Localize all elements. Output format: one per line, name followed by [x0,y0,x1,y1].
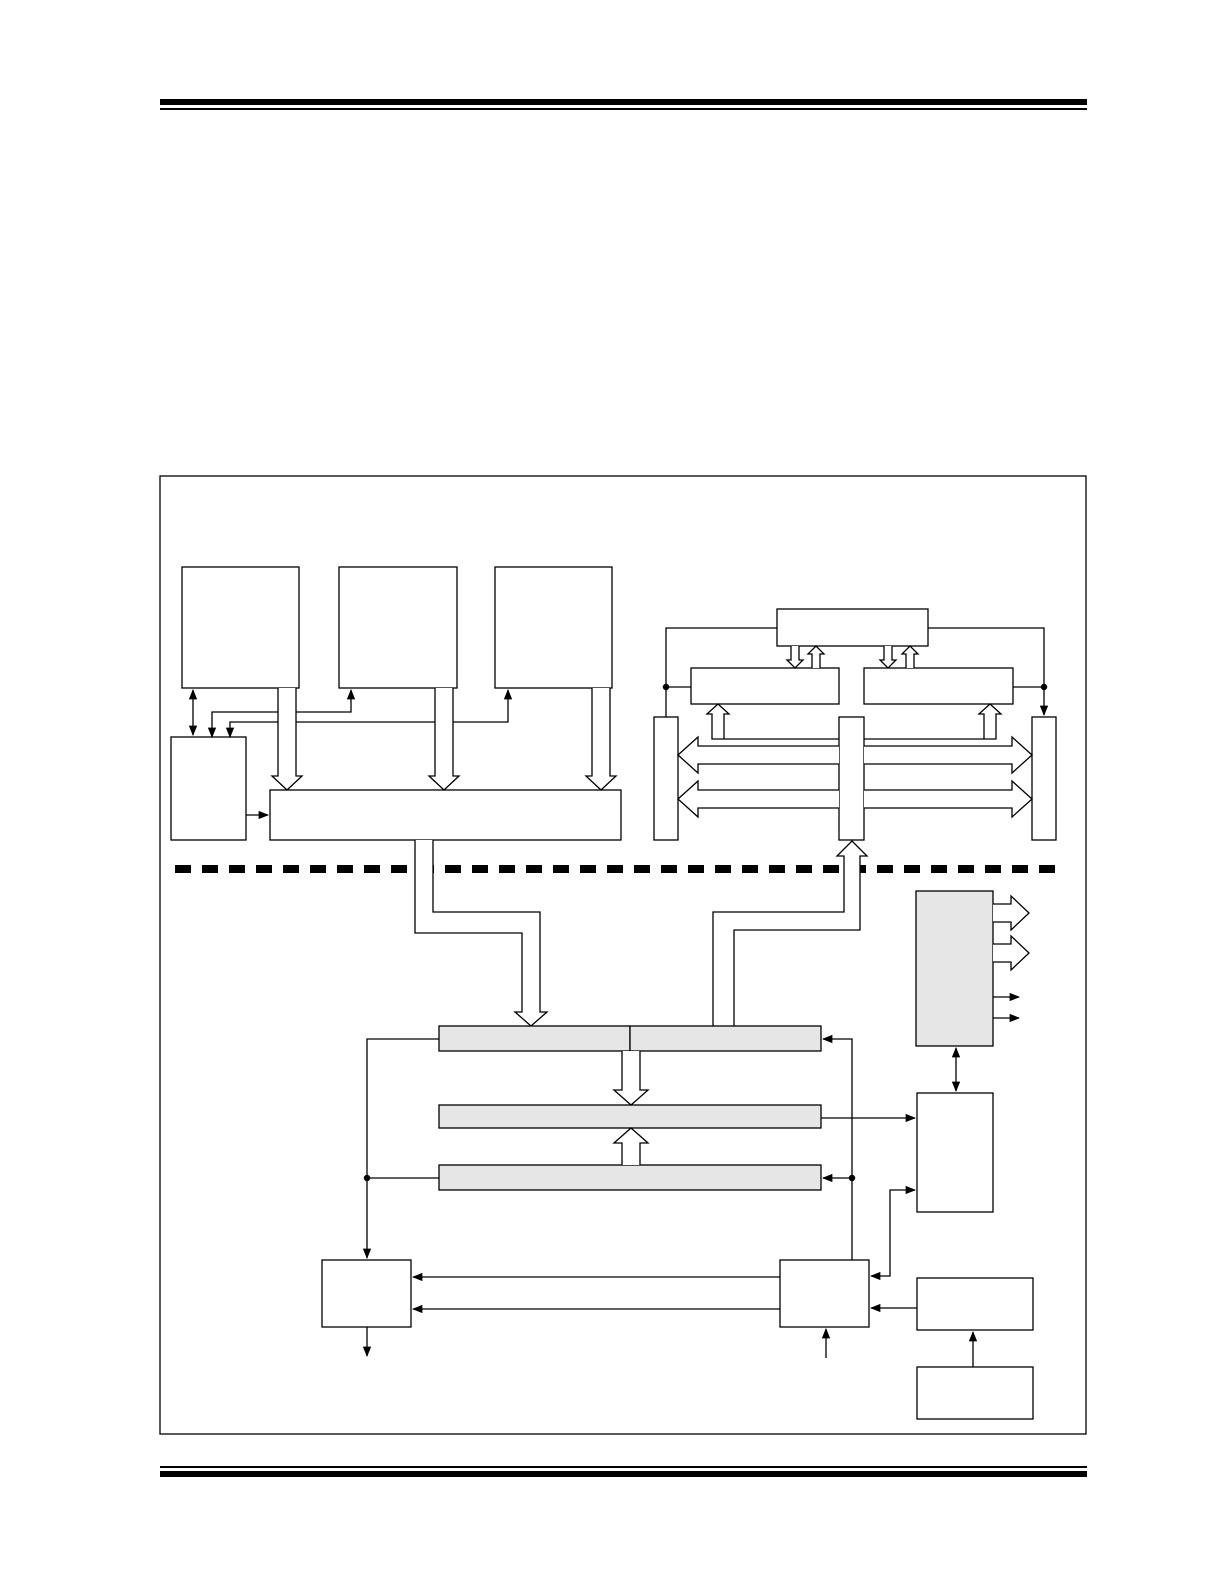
channel-block-right [863,667,1014,705]
junction-dot [662,683,670,691]
timing-block [916,1277,1034,1331]
bus-arrow-3 [584,688,618,791]
channel-block-left [690,667,840,705]
bus-dbl-left-1 [677,735,839,775]
bus-dbl-right-1 [864,735,1033,775]
bus-arrow-1 [270,688,304,791]
arb-arrow-down-2 [878,646,898,669]
center-to-channel-right [864,703,1003,740]
io-wide-out-2 [993,934,1030,972]
register-row-1-left [438,1025,631,1052]
io-wide-out-1 [993,894,1030,932]
junction-dot [848,1174,856,1182]
arb-arrow-down-1 [785,646,805,669]
io-port-block [915,890,994,1047]
figure-frame [159,475,1087,1435]
footer-rule-thin [160,1466,1087,1468]
mux-bar [269,789,622,841]
left-feedback-line [362,1038,439,1260]
reg3-to-reg2-arrow [612,1127,650,1165]
bus-arbiter-block [776,608,929,647]
sequencer-to-reg1 [821,1034,853,1260]
memory-block-2 [338,566,458,689]
sequencer-block [779,1259,870,1328]
bus-dbl-left-2 [677,779,839,819]
reg1-to-reg2-arrow [612,1051,650,1106]
output-block [321,1259,412,1328]
bus-column-left [653,716,679,841]
junction-dot [1040,683,1048,691]
header-rule-thick [160,99,1087,105]
controller-block [170,736,247,841]
bus-column-right [1031,716,1057,841]
ctrl-line-3 [225,688,513,739]
bus-column-center [838,716,865,841]
oscillator-block [916,1366,1034,1420]
register-row-3 [438,1164,822,1191]
junction-dot [363,1174,371,1182]
control-logic-block [916,1092,994,1213]
memory-block-1 [181,566,300,689]
header-rule-thin [160,108,1087,110]
control-to-sequencer [869,1185,917,1281]
register-row-1-right [629,1025,822,1052]
register-row-2 [438,1104,822,1129]
memory-block-3 [494,566,613,689]
arb-arrow-up-2 [900,645,920,668]
center-to-channel-left [705,703,839,740]
arb-arrow-up-1 [806,645,826,668]
bus-dbl-right-2 [864,779,1033,819]
bus-arrow-2 [427,688,461,791]
register-to-bus-column [712,840,869,1026]
footer-rule-thick [160,1471,1087,1477]
